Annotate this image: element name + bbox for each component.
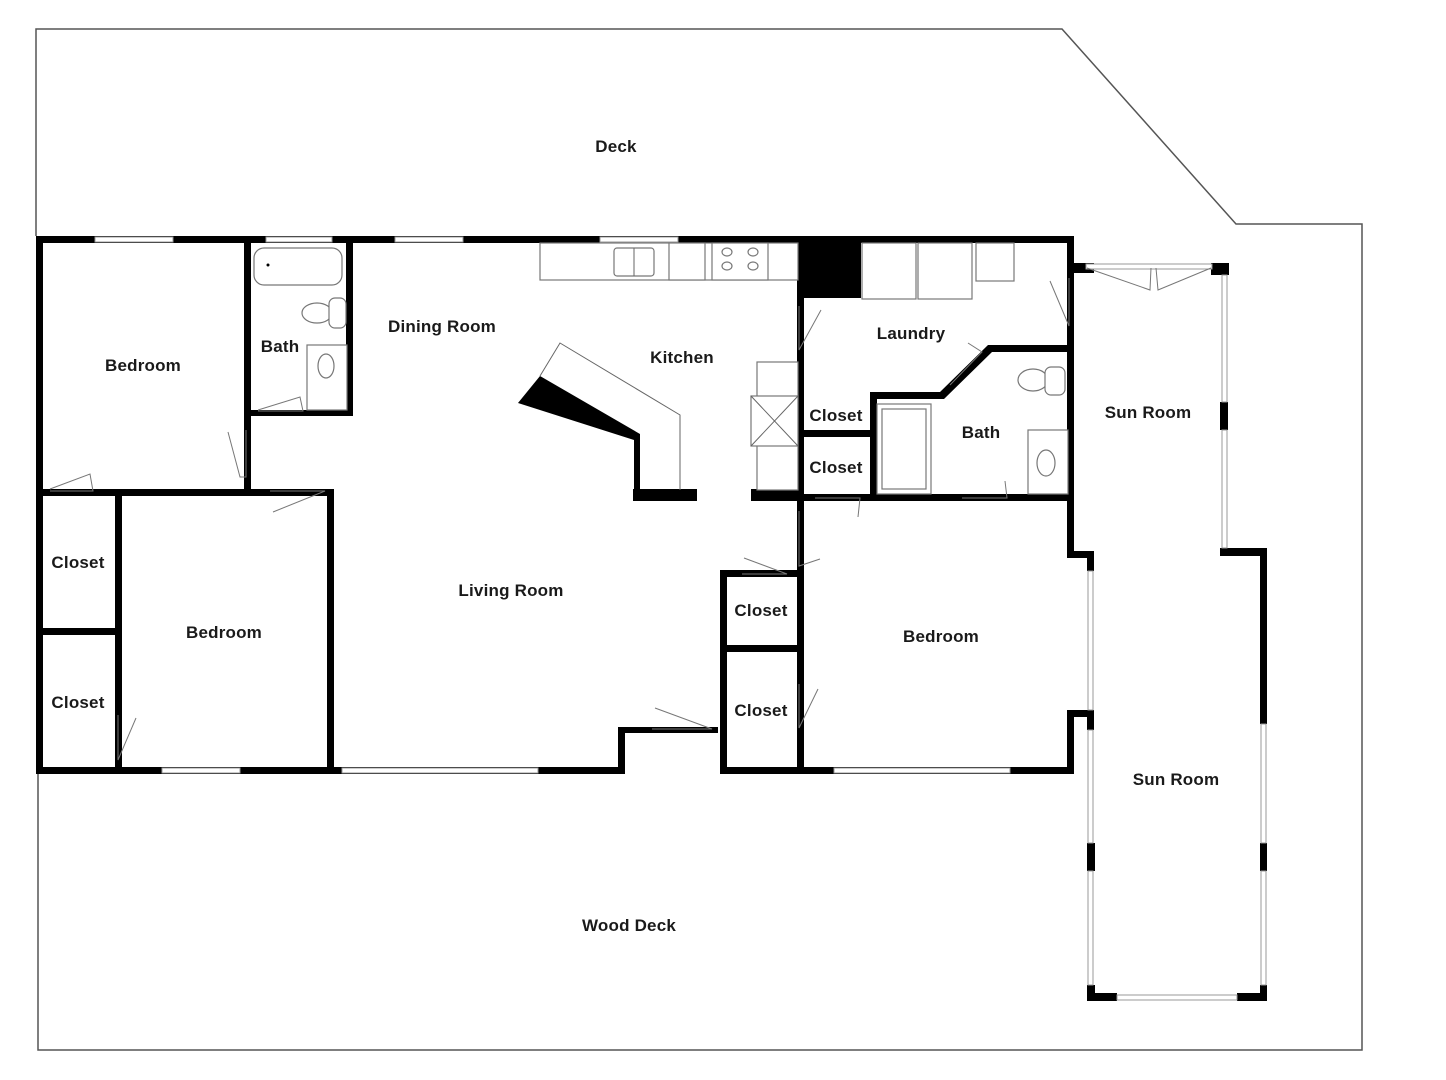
room-label-bath: Bath	[260, 337, 300, 356]
room-label-deck: Deck	[595, 137, 637, 156]
room-label-closet: Closet	[809, 458, 863, 477]
room-label-closet: Closet	[734, 601, 788, 620]
room-label-closet: Closet	[51, 693, 105, 712]
windows	[94, 236, 1267, 1001]
room-label-closet: Closet	[51, 553, 105, 572]
room-label-closet: Closet	[809, 406, 863, 425]
room-label-sun-room: Sun Room	[1104, 403, 1192, 422]
room-label-closet: Closet	[734, 701, 788, 720]
room-label-dining-room: Dining Room	[388, 317, 496, 336]
room-label-sun-room: Sun Room	[1132, 770, 1220, 789]
room-label-bedroom: Bedroom	[185, 623, 263, 642]
room-label-kitchen: Kitchen	[650, 348, 714, 367]
deck-outline	[35, 28, 1363, 1051]
fixtures	[253, 242, 1069, 495]
room-label-bedroom: Bedroom	[902, 627, 980, 646]
room-label-wood-deck: Wood Deck	[581, 916, 677, 935]
room-label-bedroom: Bedroom	[104, 356, 182, 375]
room-label-living-room: Living Room	[458, 581, 564, 600]
room-label-laundry: Laundry	[876, 324, 946, 343]
room-label-bath: Bath	[961, 423, 1001, 442]
doors	[49, 267, 1212, 761]
